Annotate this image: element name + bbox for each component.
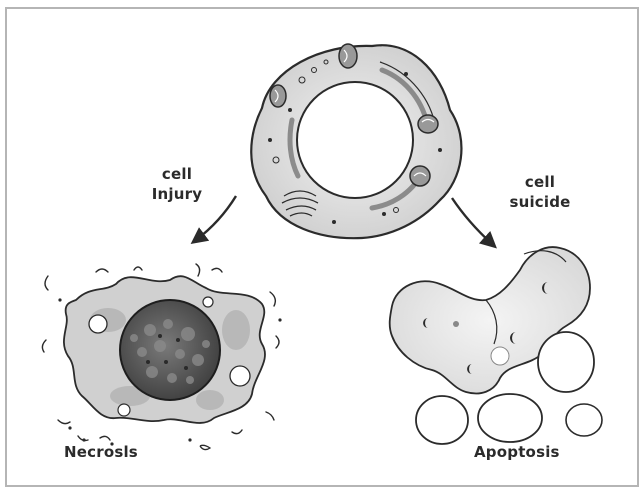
necrotic-cell-icon: [42, 264, 281, 450]
necrosis-label: Necrosls: [64, 442, 138, 462]
apoptosis-label: Apoptosis: [474, 442, 560, 462]
cell-injury-label-line1: cell: [132, 164, 222, 184]
cell-suicide-label-line2: suicide: [490, 192, 590, 212]
cell-suicide-label: cell suicide: [490, 172, 590, 212]
arrow-down-right-icon: [452, 198, 492, 244]
cell-suicide-label-line1: cell: [490, 172, 590, 192]
apoptotic-bodies-icon: [390, 247, 602, 444]
cell-injury-label-line2: Injury: [132, 184, 222, 204]
healthy-cell-icon: [251, 44, 461, 238]
cell-injury-label: cell Injury: [132, 164, 222, 204]
